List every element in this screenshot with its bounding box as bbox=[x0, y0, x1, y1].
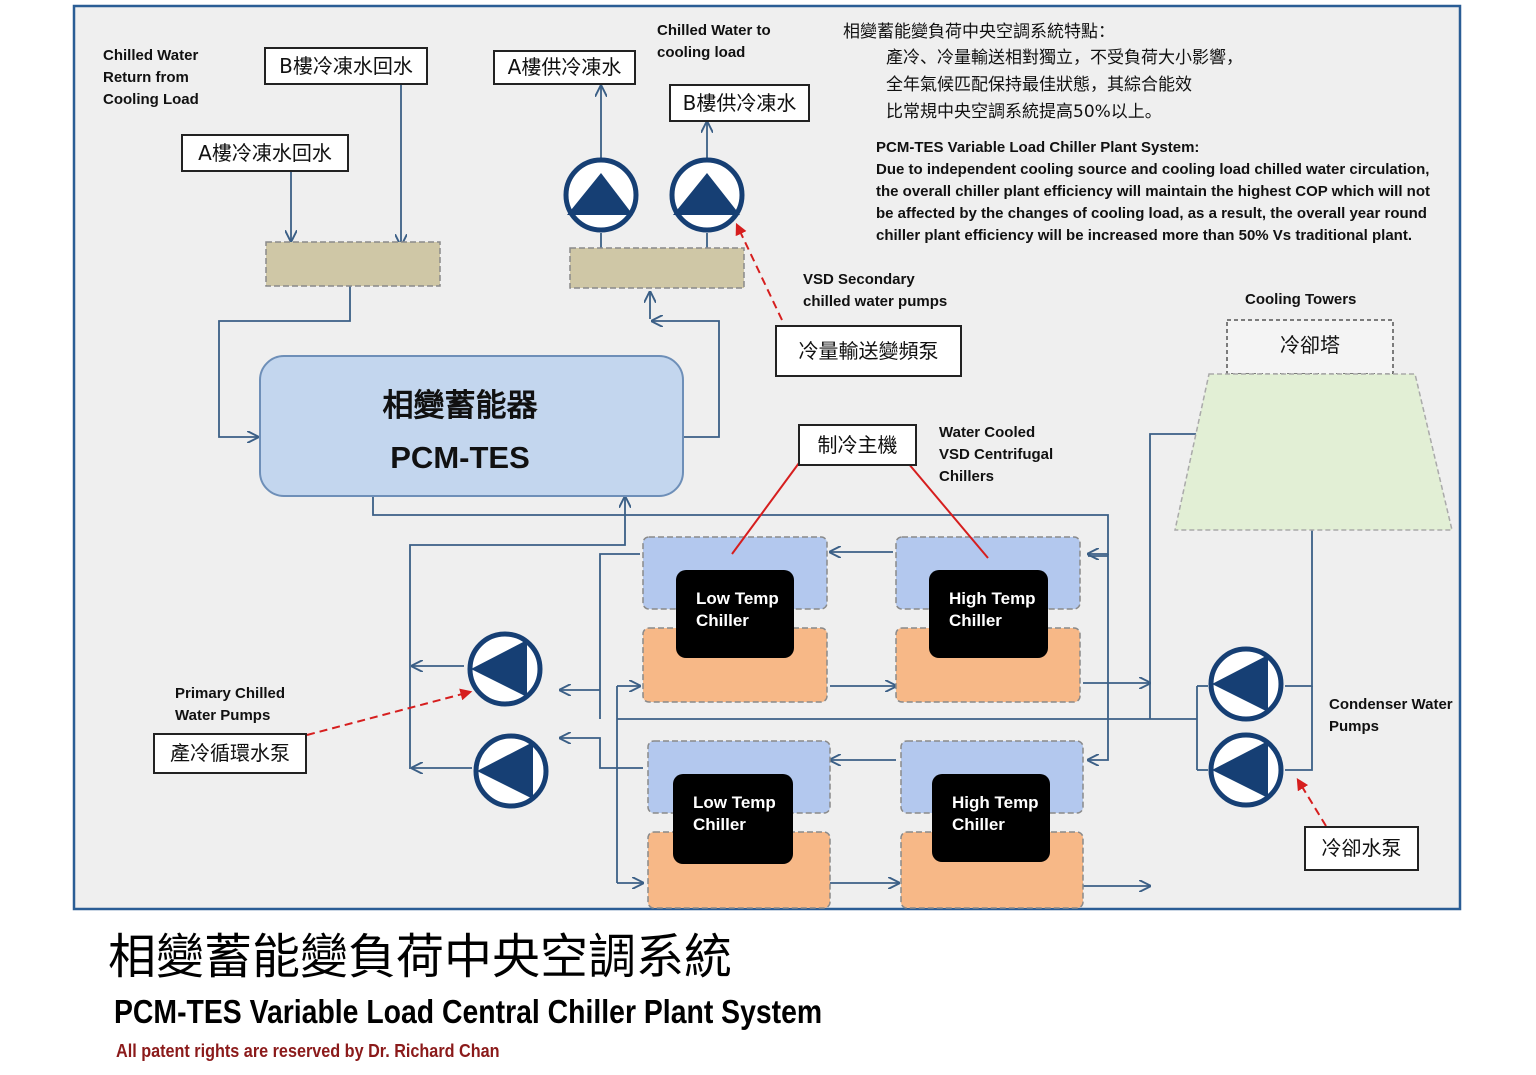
features-lines: 產冷、冷量輸送相對獨立，不受負荷大小影響， 全年氣候匹配保持最佳狀態，其綜合能效… bbox=[886, 45, 1243, 126]
primary-pump-2 bbox=[473, 733, 549, 809]
condenser-pump-2 bbox=[1208, 732, 1284, 808]
chiller-1-line-2: Chiller bbox=[696, 611, 749, 630]
chiller-3-line-1: Low Temp bbox=[693, 793, 776, 812]
description-block: PCM-TES Variable Load Chiller Plant Syst… bbox=[876, 137, 1430, 247]
vsd-secondary-box: 冷量輸送變頻泵 bbox=[775, 325, 962, 377]
callout-lines bbox=[306, 222, 1327, 827]
primary-pumps-line-1: Primary Chilled bbox=[175, 685, 286, 702]
chillers-line-2: VSD Centrifugal bbox=[939, 446, 1054, 463]
return-header bbox=[265, 241, 441, 287]
chw-return-line-2: Return from bbox=[103, 69, 189, 86]
secondary-pump-b bbox=[669, 157, 745, 233]
footer-title-en: PCM-TES Variable Load Central Chiller Pl… bbox=[114, 993, 823, 1030]
chiller-3-line-2: Chiller bbox=[693, 815, 746, 834]
features-line-2: 全年氣候匹配保持最佳狀態，其綜合能效 bbox=[886, 75, 1192, 95]
features-line-1: 產冷、冷量輸送相對獨立，不受負荷大小影響， bbox=[886, 48, 1243, 68]
chillers-box: 制冷主機 bbox=[798, 424, 917, 466]
chiller-2-line-1: High Temp bbox=[949, 589, 1036, 608]
chw-supply-line-1: Chilled Water to bbox=[657, 22, 771, 39]
tes-title-en: PCM-TES bbox=[390, 440, 530, 475]
footer-rights: All patent rights are reserved by Dr. Ri… bbox=[116, 1041, 500, 1061]
b-return-box: B樓冷凍水回水 bbox=[264, 47, 428, 85]
a-return-box: A樓冷凍水回水 bbox=[181, 134, 349, 172]
chw-return-label: Chilled Water Return from Cooling Load bbox=[103, 45, 199, 111]
chiller-4-line-1: High Temp bbox=[952, 793, 1039, 812]
chw-supply-label: Chilled Water to cooling load bbox=[657, 20, 771, 64]
cooling-towers-label: Cooling Towers bbox=[1245, 291, 1357, 308]
condenser-pumps-line-1: Condenser Water bbox=[1329, 696, 1453, 713]
primary-pumps-line-2: Water Pumps bbox=[175, 707, 271, 724]
chw-supply-line-2: cooling load bbox=[657, 44, 746, 61]
primary-pump-1 bbox=[467, 631, 543, 707]
cooling-tower-top bbox=[1226, 319, 1394, 375]
condenser-pumps-line-2: Pumps bbox=[1329, 718, 1380, 735]
description-line-2: the overall chiller plant efficiency wil… bbox=[876, 183, 1430, 200]
primary-pumps-box: 產冷循環水泵 bbox=[153, 733, 307, 774]
pcm-tes-tank bbox=[259, 355, 684, 497]
chillers-line-3: Chillers bbox=[939, 468, 995, 485]
cooling-tower-cn: 冷卻塔 bbox=[1280, 333, 1340, 357]
chiller-low-temp-1: Low Temp Chiller bbox=[676, 570, 794, 658]
chw-return-line-3: Cooling Load bbox=[103, 91, 199, 108]
description-line-4: chiller plant efficiency will be increas… bbox=[876, 227, 1412, 244]
description-title: PCM-TES Variable Load Chiller Plant Syst… bbox=[876, 139, 1200, 156]
vsd-secondary-line-2: chilled water pumps bbox=[803, 293, 948, 310]
condenser-pumps-box: 冷卻水泵 bbox=[1304, 826, 1419, 871]
footer-title-cn: 相變蓄能變負荷中央空調系統 bbox=[108, 929, 733, 985]
chiller-low-temp-2: Low Temp Chiller bbox=[673, 774, 793, 864]
chiller-4-line-2: Chiller bbox=[952, 815, 1005, 834]
chiller-1-line-1: Low Temp bbox=[696, 589, 779, 608]
supply-header bbox=[569, 247, 745, 289]
tes-title-cn: 相變蓄能器 bbox=[382, 388, 538, 424]
condenser-pump-1 bbox=[1208, 646, 1284, 722]
chiller-high-temp-2: High Temp Chiller bbox=[932, 774, 1050, 862]
features-line-3: 比常規中央空調系統提高50%以上。 bbox=[886, 102, 1162, 122]
chw-return-line-1: Chilled Water bbox=[103, 47, 199, 64]
chiller-high-temp-1: High Temp Chiller bbox=[929, 570, 1048, 658]
vsd-secondary-line-1: VSD Secondary bbox=[803, 271, 915, 288]
vsd-secondary-label: VSD Secondary chilled water pumps bbox=[803, 269, 947, 313]
secondary-pump-a bbox=[563, 157, 639, 233]
condenser-pumps-label: Condenser Water Pumps bbox=[1329, 694, 1453, 738]
chiller-2-line-2: Chiller bbox=[949, 611, 1002, 630]
description-line-3: be affected by the changes of cooling lo… bbox=[876, 205, 1427, 222]
chillers-label: Water Cooled VSD Centrifugal Chillers bbox=[939, 422, 1053, 488]
description-line-1: Due to independent cooling source and co… bbox=[876, 161, 1430, 178]
features-title: 相變蓄能變負荷中央空調系統特點： bbox=[843, 22, 1115, 42]
chillers-line-1: Water Cooled bbox=[939, 424, 1036, 441]
primary-pumps-label: Primary Chilled Water Pumps bbox=[175, 683, 285, 727]
a-supply-box: A樓供冷凍水 bbox=[493, 50, 636, 85]
cooling-tower-body bbox=[1174, 373, 1453, 531]
b-supply-box: B樓供冷凍水 bbox=[669, 84, 810, 122]
